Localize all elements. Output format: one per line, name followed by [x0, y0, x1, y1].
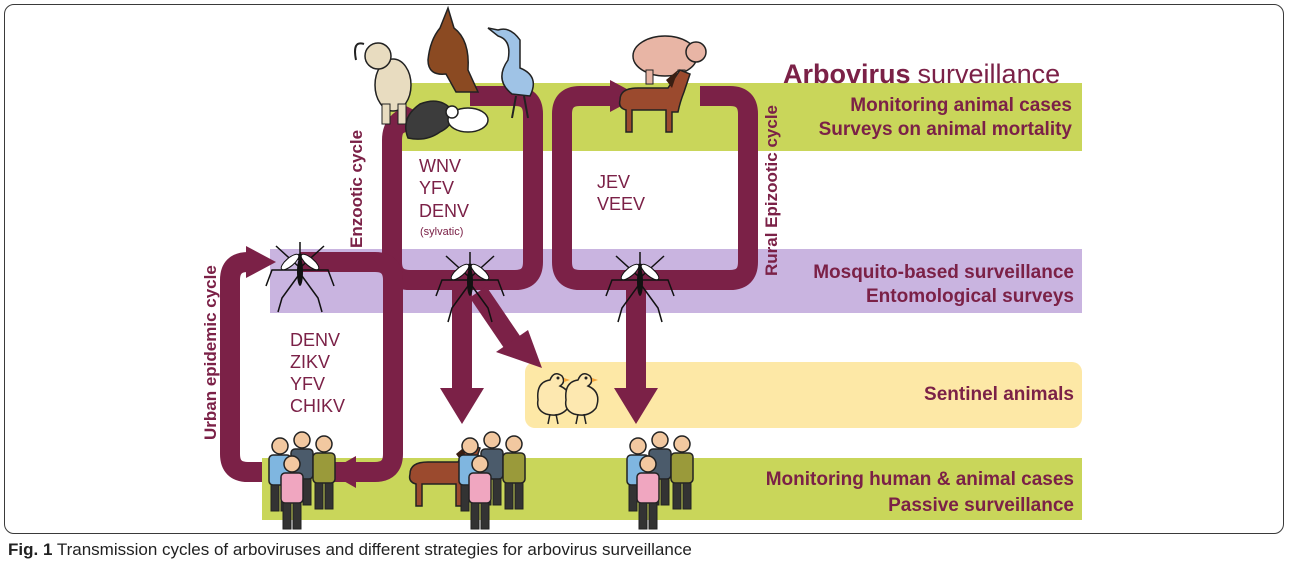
enzootic-virus-1: WNV: [419, 156, 461, 176]
urban-loop-head: [328, 456, 356, 488]
rural-virus-2: VEEV: [597, 194, 645, 214]
band-sentinel-line1: Sentinel animals: [924, 384, 1074, 405]
urban-virus-4: CHIKV: [290, 396, 345, 416]
figure-frame: [4, 4, 1284, 534]
caption-fig-label: Fig. 1: [8, 540, 53, 559]
caption-text: Transmission cycles of arboviruses and d…: [56, 540, 692, 559]
band-human-line2: Passive surveillance: [888, 495, 1074, 516]
label-urban-cycle: Urban epidemic cycle: [201, 265, 220, 440]
urban-virus-3: YFV: [290, 374, 325, 394]
arrow-to-sentinel: [469, 286, 521, 348]
heron-icon: [487, 27, 535, 119]
band-mosquito-line2: Entomological surveys: [866, 286, 1074, 307]
band-animal-line2: Surveys on animal mortality: [819, 119, 1073, 140]
wild-animals-icon: [354, 5, 535, 140]
band-human-line1: Monitoring human & animal cases: [766, 469, 1074, 490]
band-mosquito-line1: Mosquito-based surveillance: [813, 262, 1074, 283]
label-enzootic-cycle: Enzootic cycle: [347, 130, 366, 248]
arrow-to-sentinel-head: [496, 330, 542, 368]
band-sentinel: [525, 362, 1082, 428]
pig-icon: [632, 35, 707, 85]
urban-left-head: [246, 246, 276, 278]
enzootic-virus-3: DENV: [419, 201, 469, 221]
urban-loop: [300, 252, 403, 482]
band-animal-line1: Monitoring animal cases: [850, 95, 1072, 116]
urban-loop-left: [220, 252, 262, 482]
enzootic-virus-2: YFV: [419, 178, 454, 198]
figure-caption: Fig. 1 Transmission cycles of arboviruse…: [8, 540, 692, 560]
kangaroo-icon: [427, 5, 480, 93]
enzootic-virus-note: (sylvatic): [420, 226, 463, 238]
arrow-rural-down-head: [614, 388, 658, 424]
monkey-icon: [354, 42, 412, 125]
mouse-icon: [445, 105, 489, 133]
arrow-enzootic-down-head: [440, 388, 484, 424]
enzootic-loop: [382, 86, 543, 290]
rural-virus-1: JEV: [597, 172, 630, 192]
urban-virus-2: ZIKV: [290, 352, 330, 372]
label-rural-cycle: Rural Epizootic cycle: [762, 105, 781, 276]
urban-virus-1: DENV: [290, 330, 340, 350]
